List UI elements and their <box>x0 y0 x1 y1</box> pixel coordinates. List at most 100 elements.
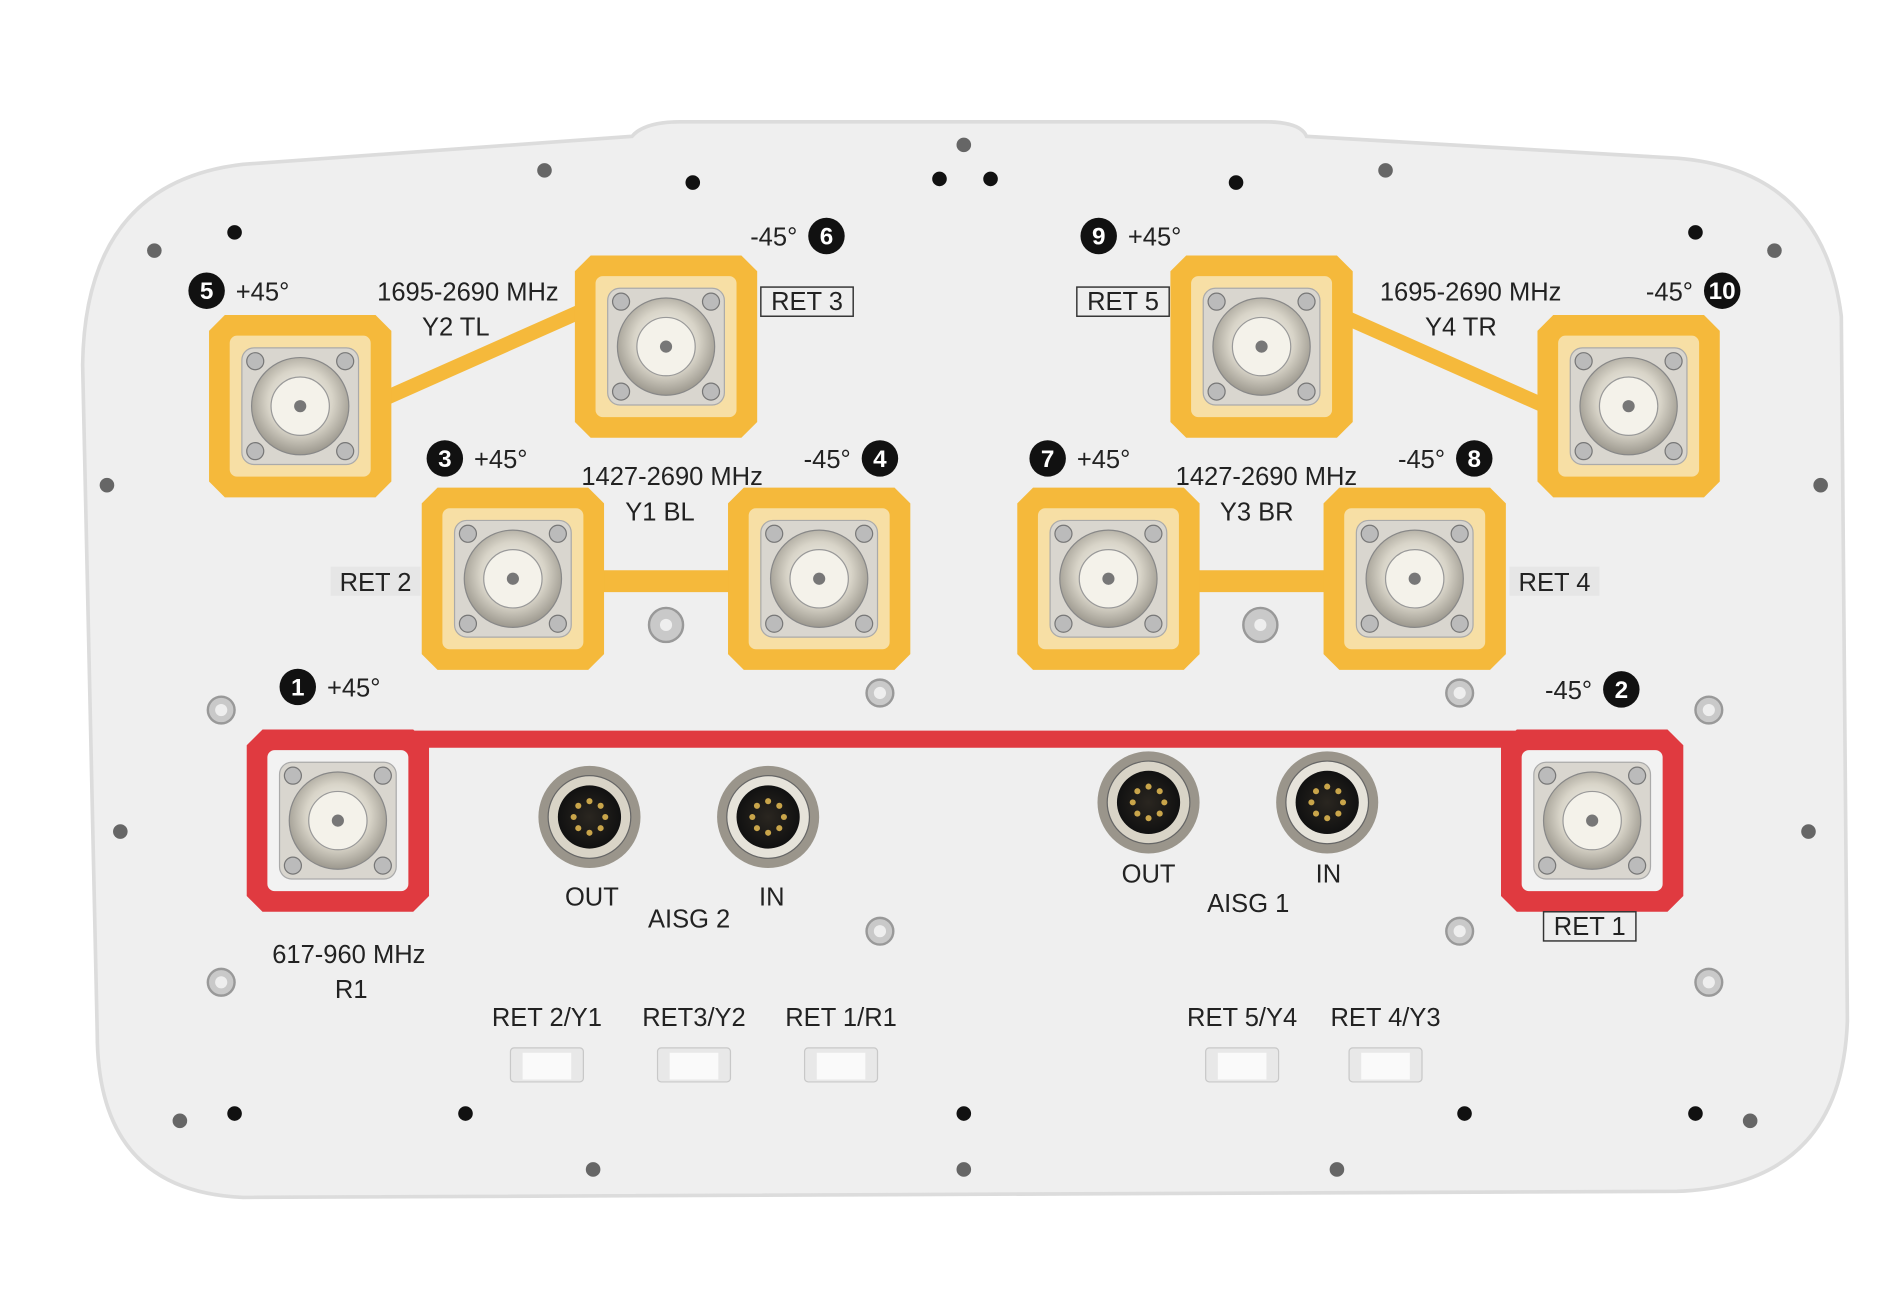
badge-circle <box>1703 272 1741 309</box>
flange-screw <box>283 766 303 785</box>
flange-screw <box>701 292 721 311</box>
hole <box>1801 824 1816 839</box>
ret-button-key[interactable] <box>669 1052 719 1080</box>
band-y4-freq: 1695-2690 MHz <box>1380 278 1562 306</box>
screw-head <box>1254 618 1267 632</box>
ret4-box <box>1509 566 1600 596</box>
flange-screw <box>1574 352 1593 371</box>
port-polarization: +45° <box>1128 224 1182 252</box>
hole <box>458 1106 473 1121</box>
ret-button-1[interactable]: RET 2/Y1 <box>492 1004 602 1083</box>
aisg-pin <box>753 802 760 809</box>
aisg2-in-connector[interactable] <box>717 765 820 869</box>
port-badge-5: 5+45° <box>188 272 289 309</box>
band-y2-freq: 1695-2690 MHz <box>377 278 559 306</box>
ret2-label: RET 2 <box>340 569 412 597</box>
flange-screw <box>336 442 355 461</box>
aisg-pin <box>575 825 582 832</box>
aisg-pin <box>1312 788 1320 795</box>
aisg1-title: AISG 1 <box>1207 890 1289 918</box>
port-badge-3: 3+45° <box>426 440 528 477</box>
ret-button-key[interactable] <box>1361 1052 1410 1080</box>
rf-connector-port-8[interactable] <box>1323 487 1506 670</box>
aisg-pin <box>602 813 609 821</box>
hole <box>1688 1106 1703 1121</box>
aisg-pin <box>776 825 783 832</box>
aisg2-out-label: OUT <box>565 884 619 912</box>
flange-screw <box>548 524 567 543</box>
band-y2-name: Y2 TL <box>422 314 490 342</box>
band-r1-name: R1 <box>335 976 368 1004</box>
ret-button-4[interactable]: RET 5/Y4 <box>1187 1004 1297 1083</box>
ret-button-key[interactable] <box>816 1052 866 1080</box>
rf-connector-port-10[interactable] <box>1537 315 1720 498</box>
aisg-pin <box>1145 783 1152 790</box>
ret3-label: RET 3 <box>771 288 843 316</box>
flange-screw <box>1450 524 1469 543</box>
screw-head <box>1702 976 1715 989</box>
flange-screw <box>1297 292 1316 311</box>
flange-screw <box>1628 766 1647 785</box>
badge-circle <box>426 440 464 477</box>
center-pin <box>1586 814 1599 827</box>
badge-circle <box>279 668 316 706</box>
band-y4-name: Y4 TR <box>1425 314 1497 342</box>
ret-button-key[interactable] <box>522 1052 572 1080</box>
flange-screw <box>1664 442 1683 461</box>
flange-screw <box>765 524 784 543</box>
rf-connector-port-5[interactable] <box>209 315 392 498</box>
port-number: 7 <box>1041 446 1055 473</box>
flange-screw <box>1207 382 1226 401</box>
rf-connector-port-3[interactable] <box>421 487 605 670</box>
screw-head <box>659 618 673 632</box>
ret5-box <box>1076 286 1170 317</box>
aisg1-in-connector[interactable] <box>1276 751 1379 854</box>
flange-screw <box>1297 382 1316 401</box>
band-y3-freq: 1427-2690 MHz <box>1176 463 1358 491</box>
aisg-pin <box>1134 788 1141 795</box>
aisg-insert <box>736 785 800 849</box>
flange-screw <box>855 524 874 543</box>
screw-head <box>873 925 887 938</box>
hole <box>227 225 242 240</box>
flange-screw <box>458 614 478 633</box>
port-polarization: -45° <box>1398 446 1445 474</box>
rf-connector-port-4[interactable] <box>728 487 911 670</box>
trace-y4 <box>1340 309 1565 421</box>
flange-screw <box>701 382 721 401</box>
rf-connector-port-6[interactable] <box>574 255 758 438</box>
hole <box>1813 477 1828 493</box>
ret-button-label: RET 2/Y1 <box>492 1004 602 1032</box>
flange-screw <box>283 856 303 875</box>
flange-screw <box>1360 614 1379 633</box>
flange-screw <box>1360 524 1379 543</box>
hole <box>99 477 115 493</box>
hole <box>1329 1162 1345 1177</box>
flange-screw <box>373 766 392 785</box>
aisg-pin <box>765 829 772 836</box>
aisg1-out-connector[interactable] <box>1097 751 1200 854</box>
ret-button-3[interactable]: RET 1/R1 <box>785 1004 897 1083</box>
ret-button-2[interactable]: RET3/Y2 <box>642 1004 746 1083</box>
port-badge-4: 4-45° <box>804 440 899 477</box>
hole <box>983 171 998 187</box>
screw-head <box>215 976 228 989</box>
aisg1-in-label: IN <box>1316 861 1342 889</box>
aisg-pin <box>780 813 787 821</box>
flange-screw <box>611 382 631 401</box>
rf-connector-port-1[interactable] <box>246 729 430 912</box>
rf-connector-port-2[interactable] <box>1501 729 1684 912</box>
aisg2-out-connector[interactable] <box>538 765 641 869</box>
aisg-pin <box>1335 810 1342 817</box>
aisg-pin <box>1312 810 1320 817</box>
hole <box>956 1106 972 1121</box>
ret-button-5[interactable]: RET 4/Y3 <box>1330 1004 1441 1083</box>
rf-connector-port-7[interactable] <box>1017 487 1200 670</box>
rf-connector-port-9[interactable] <box>1170 255 1353 438</box>
aisg-pin <box>570 813 577 821</box>
ret-button-key[interactable] <box>1217 1052 1267 1080</box>
hole <box>932 171 947 187</box>
center-pin <box>1408 572 1421 585</box>
flange-screw <box>1207 292 1226 311</box>
